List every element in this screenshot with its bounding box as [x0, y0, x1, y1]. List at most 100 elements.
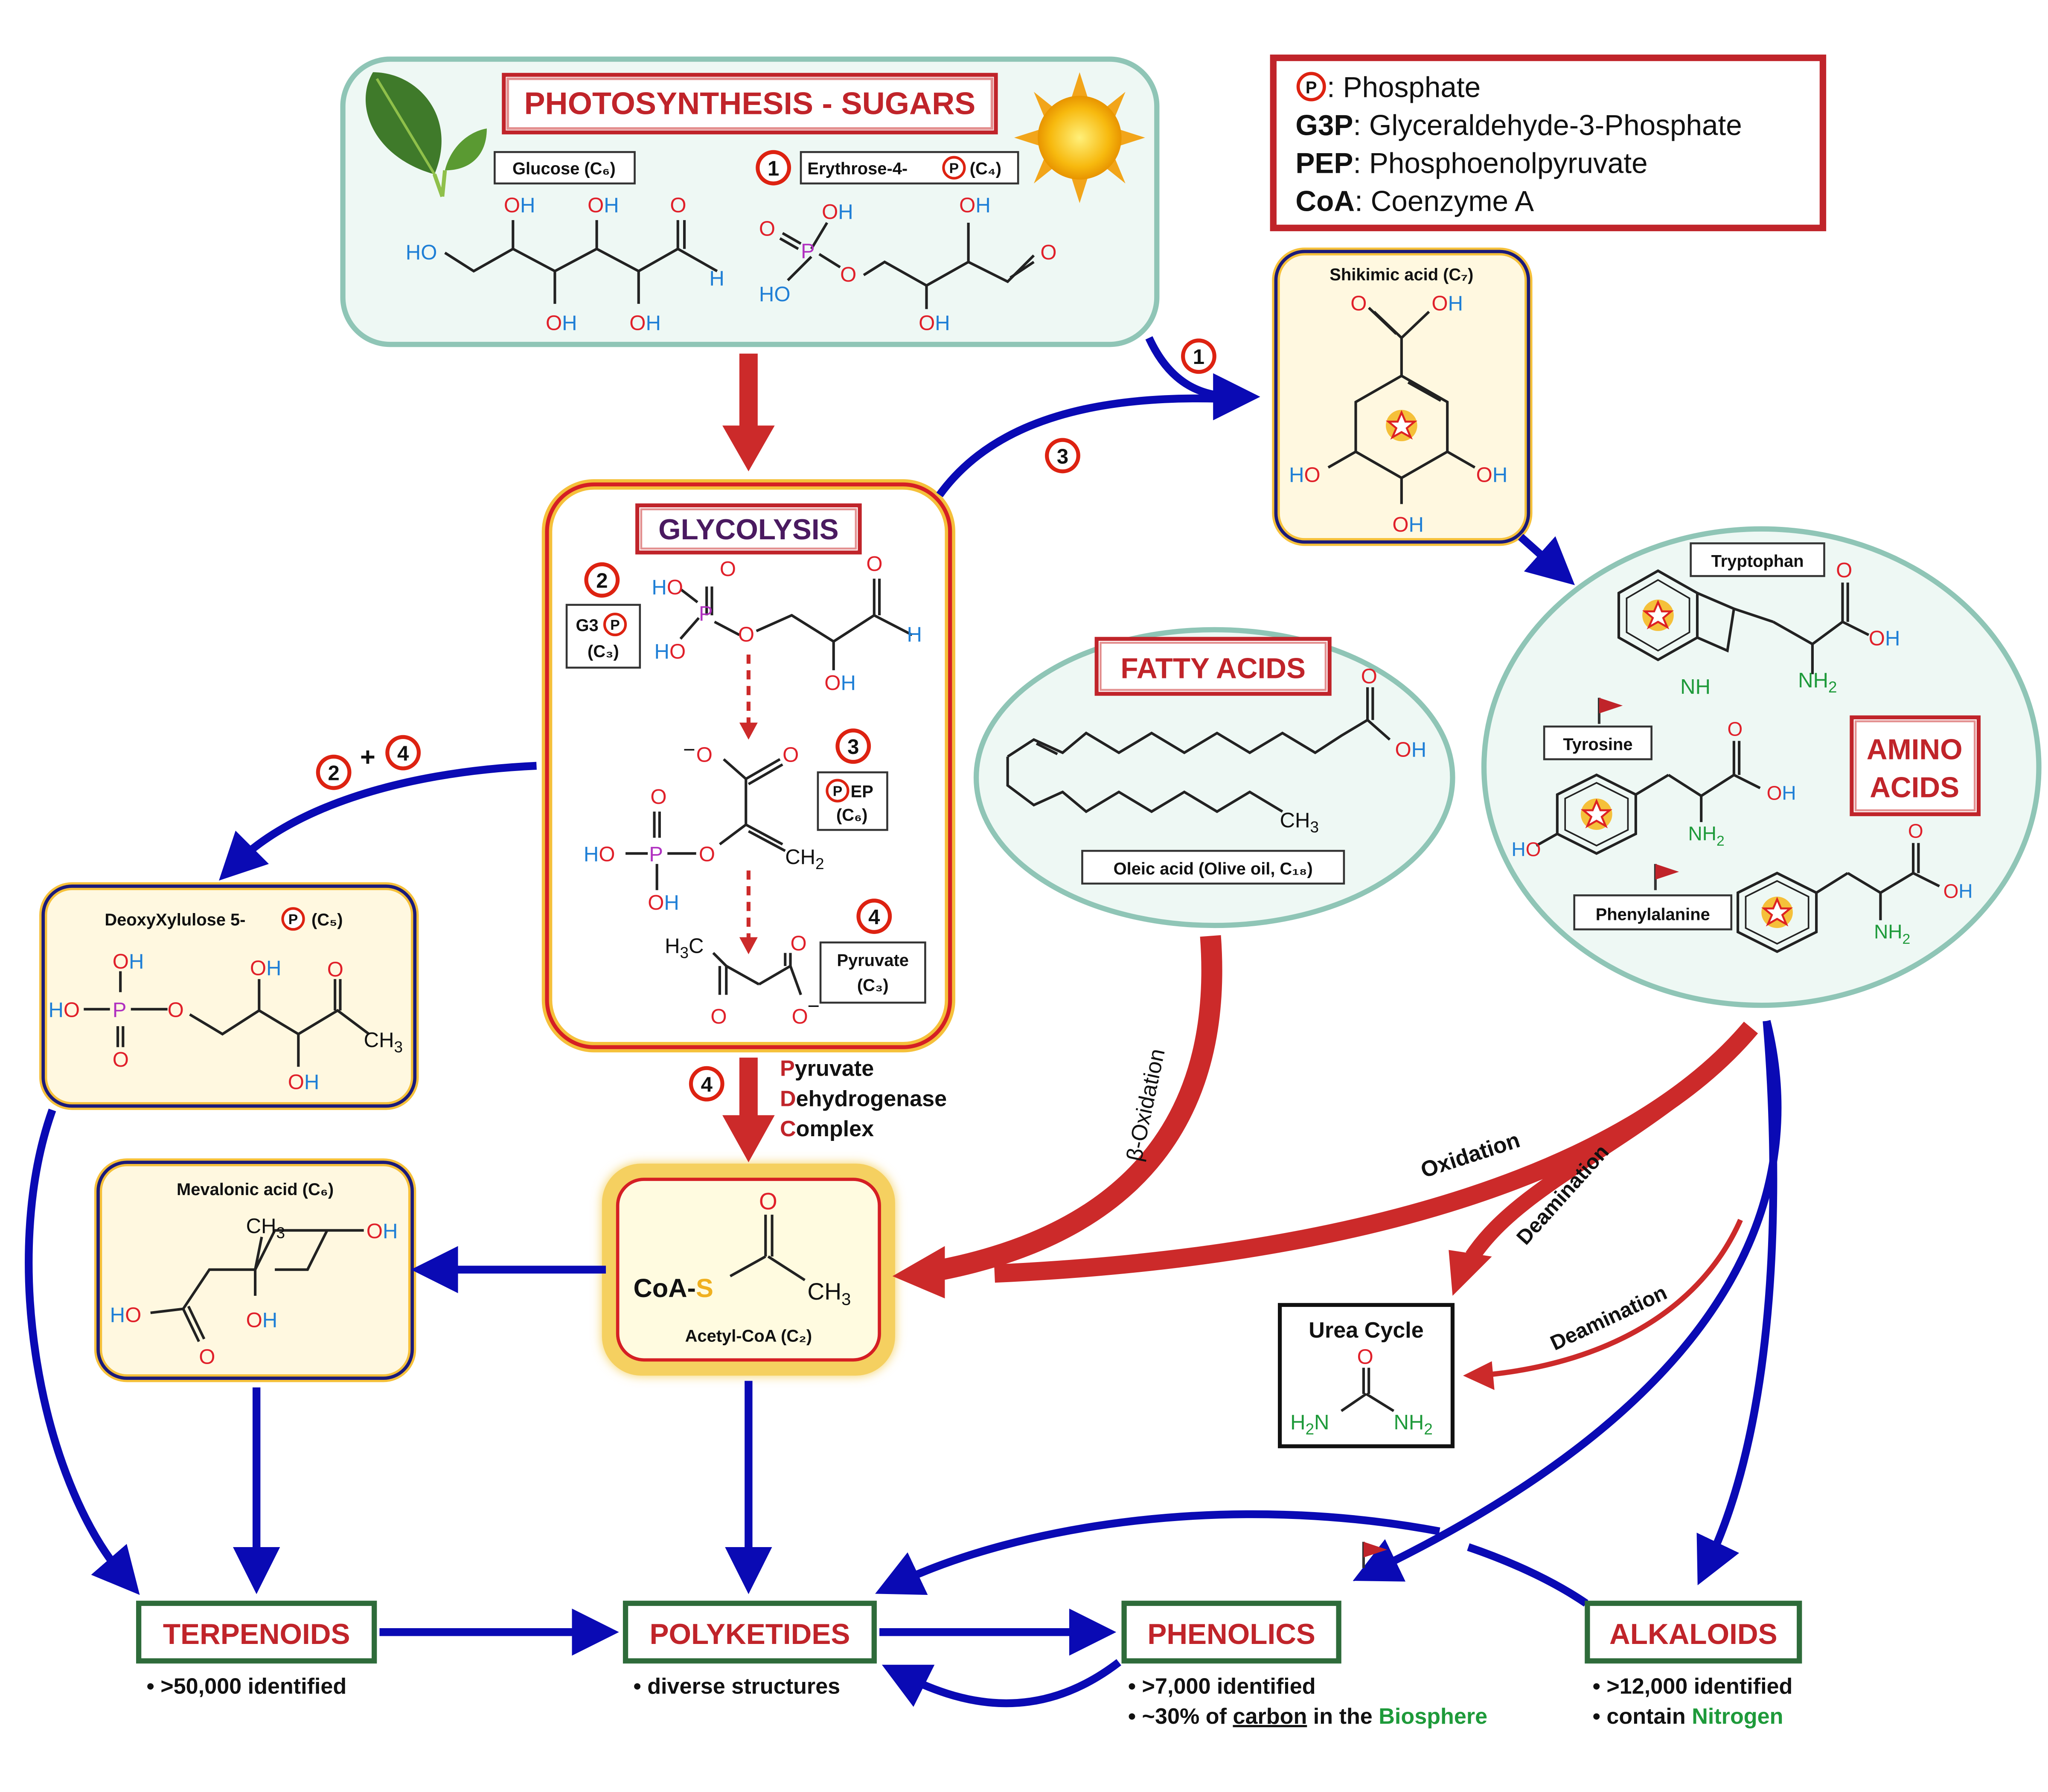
svg-text:−: − — [683, 738, 695, 761]
svg-text:HO: HO — [48, 999, 80, 1022]
svg-text:OH: OH — [546, 311, 577, 335]
shikimic-step-3-badge: 3 — [1057, 445, 1068, 468]
acetyl-coa-panel: CoA-S O CH3 Acetyl-CoA (C₂) — [602, 1164, 895, 1376]
svg-text:P: P — [288, 911, 298, 928]
svg-text:O: O — [168, 999, 184, 1022]
erythrose-label: Erythrose-4- — [807, 159, 908, 178]
shikimic-label: Shikimic acid (C₇) — [1329, 265, 1473, 284]
svg-text:H: H — [907, 623, 922, 646]
svg-text:O: O — [650, 785, 666, 809]
svg-text:P: P — [1306, 78, 1317, 97]
svg-text:P: P — [610, 617, 620, 633]
svg-text:OH: OH — [1767, 782, 1796, 804]
svg-text:HO: HO — [655, 640, 686, 663]
svg-text:O: O — [1361, 665, 1377, 688]
svg-text:O: O — [199, 1345, 215, 1368]
dxp-step-4-badge: 4 — [397, 742, 409, 765]
svg-text:NH2: NH2 — [1688, 823, 1725, 849]
blue-arrows — [25, 336, 1782, 1708]
svg-text:HO: HO — [759, 283, 791, 306]
tryptophan-label: Tryptophan — [1711, 552, 1804, 571]
svg-text:OH: OH — [648, 891, 679, 914]
glycolysis-title: GLYCOLYSIS — [658, 514, 838, 546]
svg-text:OH: OH — [1392, 513, 1424, 536]
svg-text:O: O — [696, 744, 713, 767]
svg-text:Complex: Complex — [780, 1117, 874, 1141]
shikimic-acid-panel: Shikimic acid (C₇) O OH HO OH OH — [1272, 247, 1533, 546]
tyrosine-label: Tyrosine — [1563, 735, 1632, 754]
oleic-structure — [1006, 687, 1391, 813]
svg-text:O: O — [1836, 559, 1852, 582]
svg-text:HO: HO — [584, 843, 615, 866]
svg-text:HO: HO — [110, 1303, 142, 1327]
phenolics-class: PHENOLICS • >7,000 identified • ~30% of … — [1121, 1542, 1487, 1729]
mevalonic-label: Mevalonic acid (C₆) — [177, 1180, 334, 1199]
amino-acids-panel: AMINO ACIDS Tryptophan O OH NH NH2 Tyros… — [1481, 526, 2042, 1008]
svg-text:O: O — [699, 843, 715, 866]
svg-text:O: O — [1040, 241, 1056, 264]
shikimic-step-1-badge: 1 — [1193, 346, 1204, 369]
svg-text:O: O — [1357, 1345, 1373, 1368]
svg-text:−: − — [807, 995, 820, 1018]
pdh-label: Pyruvate Dehydrogenase Complex — [780, 1056, 947, 1141]
urea-title: Urea Cycle — [1309, 1318, 1423, 1343]
pyruvate-label: Pyruvate — [837, 951, 909, 970]
glucose-label: Glucose (C₆) — [512, 159, 616, 178]
svg-text:P: P — [801, 240, 815, 263]
step-1-badge: 1 — [768, 157, 779, 180]
svg-text:Dehydrogenase: Dehydrogenase — [780, 1086, 947, 1111]
svg-text:OH: OH — [1431, 292, 1463, 315]
terpenoids-note: • >50,000 identified — [147, 1674, 347, 1699]
svg-text:O: O — [670, 194, 686, 217]
fatty-acids-panel: FATTY ACIDS O OH CH3 Oleic acid (Olive o… — [973, 627, 1455, 928]
svg-text:OH: OH — [1869, 627, 1900, 650]
legend: P : Phosphate G3P: Glyceraldehyde-3-Phos… — [1270, 54, 1827, 231]
svg-text:(C₅): (C₅) — [311, 911, 343, 929]
alkaloids-note-1: • >12,000 identified — [1593, 1674, 1793, 1699]
phenolics-note-1: • >7,000 identified — [1128, 1674, 1316, 1699]
svg-text:P: P — [113, 999, 127, 1022]
deoxyxylulose-label: DeoxyXylulose 5- — [105, 911, 245, 929]
pep-label: EP — [851, 782, 873, 801]
svg-text:O: O — [720, 558, 736, 581]
phenolics-note-2: • ~30% of carbon in the Biosphere — [1128, 1704, 1487, 1729]
alkaloids-note-2: • contain Nitrogen — [1593, 1704, 1783, 1729]
svg-text:OH: OH — [504, 194, 535, 217]
svg-text:O: O — [791, 932, 807, 955]
svg-text:O: O — [113, 1048, 129, 1071]
legend-pep: PEP: Phosphoenolpyruvate — [1295, 147, 1647, 179]
alkaloids-class: ALKALOIDS • >12,000 identified • contain… — [1585, 1600, 1802, 1729]
svg-text:O: O — [792, 1005, 808, 1028]
terpenoids-title: TERPENOIDS — [163, 1618, 350, 1650]
svg-text:OH: OH — [113, 950, 144, 973]
svg-text:P: P — [833, 783, 843, 799]
svg-text:HO: HO — [406, 241, 437, 264]
svg-text:OH: OH — [1943, 880, 1973, 902]
svg-text:OH: OH — [288, 1071, 320, 1094]
svg-text:O: O — [783, 744, 799, 767]
polyketides-title: POLYKETIDES — [649, 1618, 850, 1650]
svg-text:OH: OH — [822, 201, 853, 224]
svg-text:P: P — [949, 160, 959, 176]
photosynthesis-title-box: PHOTOSYNTHESIS - SUGARS — [502, 73, 998, 134]
mevalonic-panel: Mevalonic acid (C₆) CH3 OH HO OH O — [94, 1158, 416, 1382]
glucose-structure — [444, 220, 718, 304]
alkaloids-title: ALKALOIDS — [1609, 1618, 1777, 1650]
step-3-badge: 3 — [847, 736, 859, 759]
glycolysis-panel: GLYCOLYSIS 2 G3 P (C₃) HO O P HO O O H O… — [541, 479, 955, 1053]
svg-text:OH: OH — [824, 672, 856, 695]
acetyl-coa-label: Acetyl-CoA (C₂) — [685, 1327, 812, 1345]
amino-acids-title-2: ACIDS — [1870, 771, 1959, 803]
leaf-icon — [365, 72, 487, 198]
legend-coa: CoA: Coenzyme A — [1295, 185, 1534, 217]
svg-text:O: O — [1728, 718, 1743, 740]
legend-g3p: G3P: Glyceraldehyde-3-Phosphate — [1295, 109, 1742, 141]
erythrose-structure — [779, 222, 1035, 309]
svg-text:OH: OH — [959, 194, 991, 217]
oleic-label: Oleic acid (Olive oil, C₁₈) — [1114, 859, 1313, 878]
svg-text:Pyruvate: Pyruvate — [780, 1056, 874, 1081]
legend-phosphate: : Phosphate — [1327, 72, 1481, 104]
svg-text:NH: NH — [1680, 675, 1711, 698]
svg-text:O: O — [710, 1005, 727, 1028]
